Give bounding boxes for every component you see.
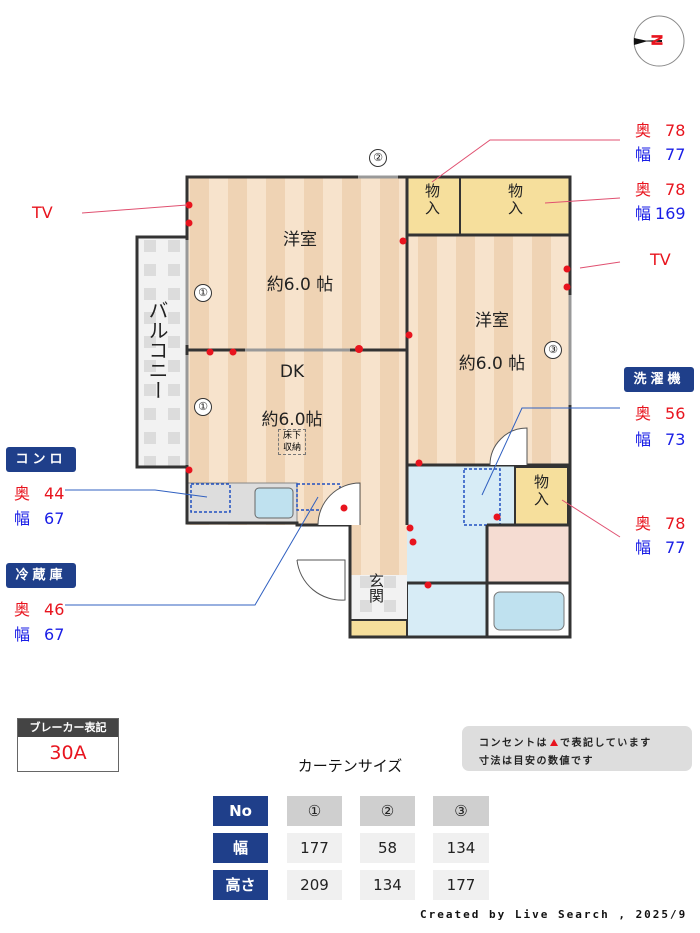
room-name: 洋室 [475, 311, 509, 331]
closet-lower [514, 466, 569, 526]
room-name: DK [279, 362, 305, 382]
note-text: コンセントは [479, 738, 548, 749]
closet-label: 物入 [506, 183, 524, 217]
depth-value: 46 [44, 600, 65, 619]
curtain-height: 209 [287, 870, 342, 900]
curtain-width: 58 [360, 833, 415, 863]
tv-label: TV [32, 203, 53, 222]
depth-label: 奥 [635, 121, 652, 140]
header-height: 高さ [213, 870, 268, 900]
header-no: No [213, 796, 268, 826]
width-label: 幅 [635, 145, 652, 164]
depth-value: 44 [44, 484, 65, 503]
width-value: 67 [44, 509, 65, 528]
bathtub [493, 591, 565, 631]
window-marker-1: ① [194, 284, 212, 302]
window-marker-3: ③ [544, 341, 562, 359]
width-value: 73 [665, 430, 686, 449]
underfloor-storage: 床下収納 [278, 429, 306, 455]
curtain-no: ③ [433, 796, 489, 826]
room-name: 洋室 [283, 230, 317, 250]
width-value: 169 [655, 204, 686, 223]
balcony-label: バルコニー [145, 300, 169, 400]
depth-label: 奥 [14, 484, 31, 503]
right-room [407, 235, 570, 465]
outlet-markers [185, 201, 571, 589]
note-text: で表記しています [560, 738, 652, 749]
window-marker-1: ① [194, 398, 212, 416]
depth-label: 奥 [635, 514, 652, 533]
curtain-height: 177 [433, 870, 489, 900]
width-value: 67 [44, 625, 65, 644]
entrance-label: 玄関 [367, 573, 385, 603]
compass-north-label: N [647, 33, 666, 47]
depth-value: 78 [665, 121, 686, 140]
width-label: 幅 [635, 204, 652, 223]
sink [254, 487, 294, 519]
depth-label: 奥 [14, 600, 31, 619]
curtain-title: カーテンサイズ [297, 757, 403, 775]
curtain-no: ① [287, 796, 342, 826]
note-text: 寸法は目安の数値です [479, 756, 594, 767]
width-label: 幅 [14, 625, 31, 644]
dressing-area [487, 525, 570, 583]
curtain-height: 134 [360, 870, 415, 900]
window-marker-2: ② [369, 149, 387, 167]
tv-label: TV [650, 250, 671, 269]
breaker-title: ブレーカー表記 [18, 719, 118, 737]
depth-value: 78 [665, 180, 686, 199]
washer-space [463, 468, 501, 526]
stove-badge: コンロ [6, 447, 76, 472]
outlet-symbol-icon [550, 739, 558, 746]
notes-box: コンセントは で表記しています 寸法は目安の数値です [462, 726, 692, 771]
curtain-width: 134 [433, 833, 489, 863]
room-size: 約6.0帖 [261, 410, 323, 430]
curtain-width: 177 [287, 833, 342, 863]
room-size: 約6.0 帖 [458, 354, 526, 374]
washer-badge: 洗濯機 [624, 367, 694, 392]
width-value: 77 [665, 538, 686, 557]
closet-label: 物入 [532, 474, 550, 508]
depth-value: 78 [665, 514, 686, 533]
header-width: 幅 [213, 833, 268, 863]
stove-space [190, 483, 231, 513]
closet-label: 物入 [423, 183, 441, 217]
toilet [406, 582, 488, 638]
width-label: 幅 [635, 538, 652, 557]
depth-label: 奥 [635, 404, 652, 423]
width-value: 77 [665, 145, 686, 164]
depth-value: 56 [665, 404, 686, 423]
depth-label: 奥 [635, 180, 652, 199]
fridge-badge: 冷蔵庫 [6, 563, 76, 588]
room-size: 約6.0 帖 [266, 275, 334, 295]
curtain-no: ② [360, 796, 415, 826]
width-label: 幅 [635, 430, 652, 449]
breaker-box: ブレーカー表記 30A [17, 718, 119, 772]
balcony [135, 235, 189, 469]
breaker-value: 30A [49, 742, 87, 764]
width-label: 幅 [14, 509, 31, 528]
credit: Created by Live Search , 2025/9 [420, 908, 688, 921]
compass-icon [633, 15, 685, 67]
